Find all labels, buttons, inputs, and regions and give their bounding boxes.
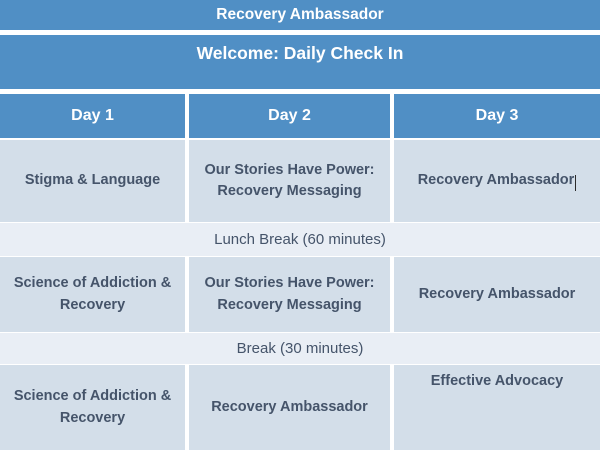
column-divider-1 [185,140,189,222]
session-row-1: Stigma & Language Our Stories Have Power… [0,140,600,222]
column-divider-1 [185,365,189,450]
day-header-day-3: Day 3 [394,94,600,138]
session-1-day-3-text: Recovery Ambassador [417,172,575,189]
session-1-day-2[interactable]: Our Stories Have Power: Recovery Messagi… [189,140,390,222]
slide-title: Recovery Ambassador [0,0,600,30]
break-row-lunch: Lunch Break (60 minutes) [0,223,600,256]
break-row-short: Break (30 minutes) [0,333,600,364]
column-divider-1 [185,94,189,138]
session-row-2: Science of Addiction & Recovery Our Stor… [0,257,600,332]
column-divider-2 [390,365,394,450]
session-1-day-3-editing[interactable]: Recovery Ambassador [394,140,600,222]
session-1-day-1[interactable]: Stigma & Language [0,140,185,222]
welcome-banner: Welcome: Daily Check In [0,35,600,89]
text-caret [575,175,577,191]
session-2-day-2[interactable]: Our Stories Have Power: Recovery Messagi… [189,257,390,332]
day-header-row: Day 1 Day 2 Day 3 [0,94,600,138]
day-header-day-1: Day 1 [0,94,185,138]
column-divider-2 [390,257,394,332]
column-divider-2 [390,140,394,222]
session-row-3: Science of Addiction & Recovery Recovery… [0,365,600,450]
session-3-day-1[interactable]: Science of Addiction & Recovery [0,365,185,450]
column-divider-1 [185,257,189,332]
session-3-day-2[interactable]: Recovery Ambassador [189,365,390,450]
session-2-day-3[interactable]: Recovery Ambassador [394,257,600,332]
session-3-day-3[interactable]: Effective Advocacy [394,365,600,450]
day-header-day-2: Day 2 [189,94,390,138]
session-2-day-1[interactable]: Science of Addiction & Recovery [0,257,185,332]
column-divider-2 [390,94,394,138]
